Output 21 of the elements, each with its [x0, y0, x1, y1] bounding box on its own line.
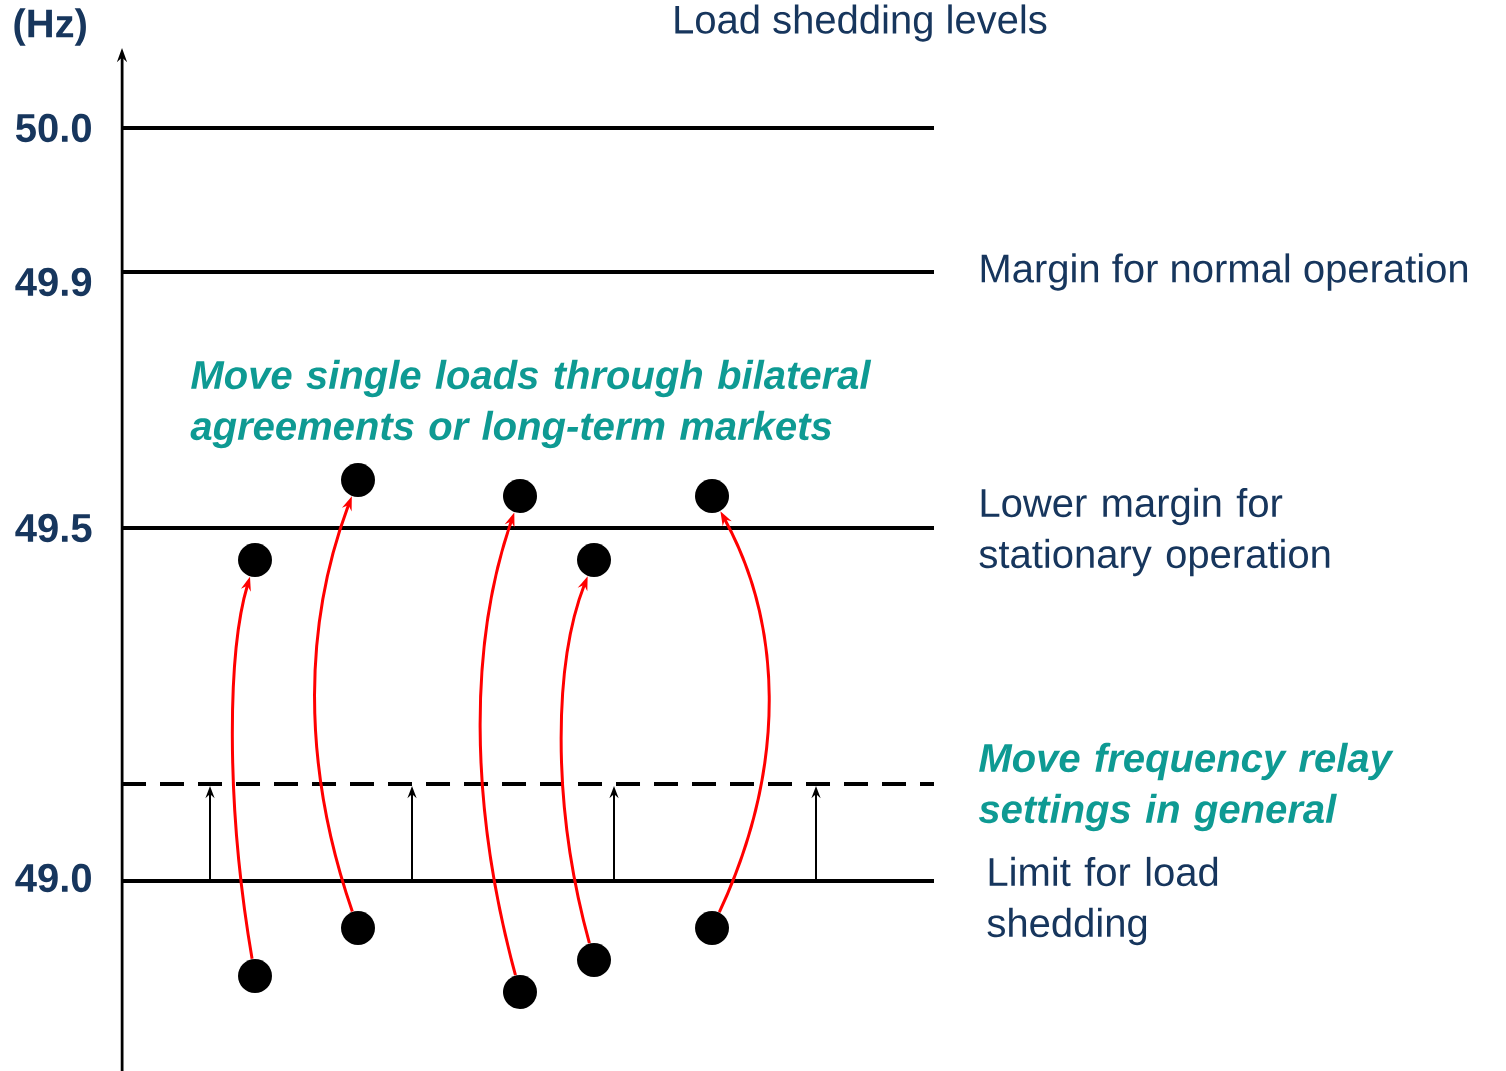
level-label: Lower margin for stationary operation	[979, 487, 1330, 577]
tick-label: 49.9	[15, 267, 92, 297]
tick-label: 50.0	[16, 113, 91, 143]
dot	[238, 959, 272, 993]
axis-unit: (Hz)	[14, 8, 86, 46]
annotation-text: Move frequency relay settings in general	[978, 742, 1394, 832]
level-label: Limit for load shedding	[987, 856, 1218, 946]
dot	[577, 543, 611, 577]
annotation-text: Move single loads through bilateral agreements or long-term markets	[190, 359, 872, 449]
dot	[341, 463, 375, 497]
dot	[577, 943, 611, 977]
tick-label: 49.0	[15, 863, 91, 893]
dot	[695, 479, 729, 513]
title: Load shedding levels	[675, 4, 1047, 42]
dot	[341, 911, 375, 945]
level-label: Margin for normal operation	[981, 253, 1468, 291]
dot	[238, 543, 272, 577]
dot	[503, 975, 537, 1009]
dot	[503, 479, 537, 513]
dot	[695, 911, 729, 945]
tick-label: 49.5	[15, 513, 92, 543]
